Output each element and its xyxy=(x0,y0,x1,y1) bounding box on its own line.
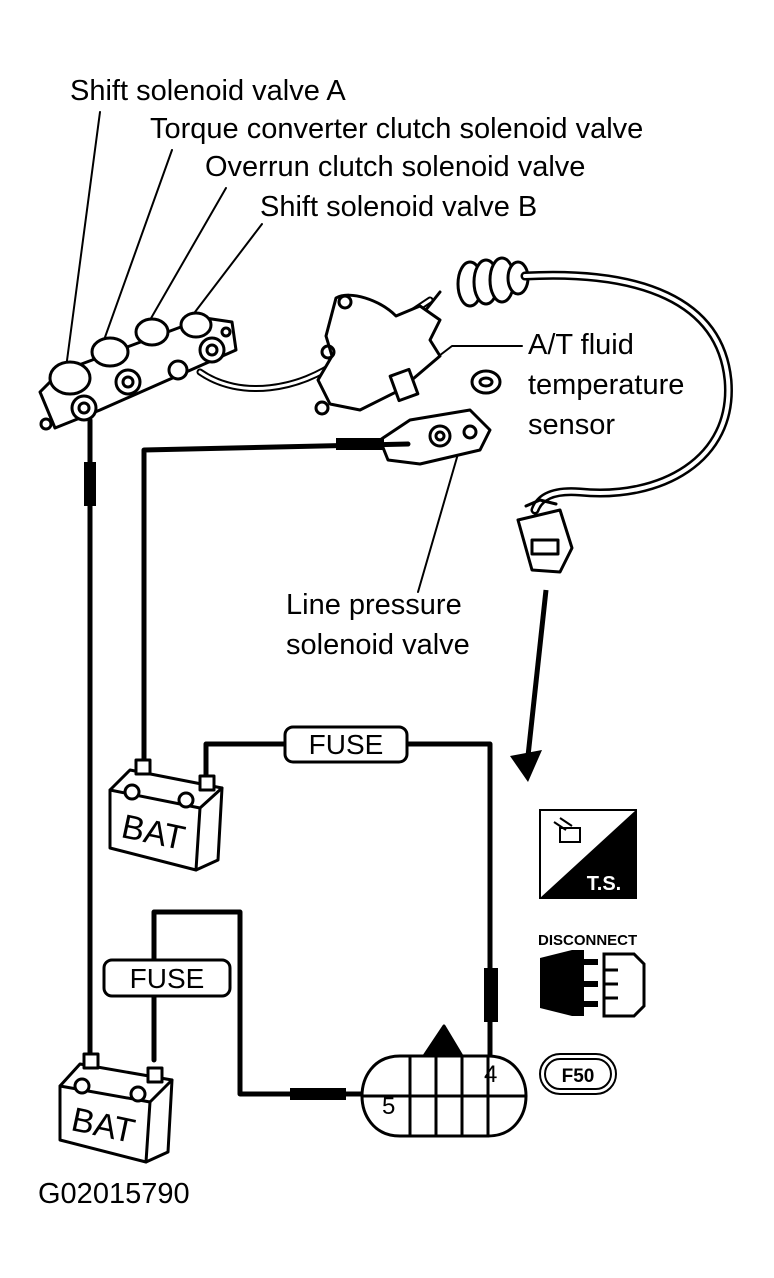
battery-upper xyxy=(108,758,224,872)
battery-lower xyxy=(58,1052,174,1164)
test-symbol-label: T.S. xyxy=(587,873,621,895)
connector-face xyxy=(360,1024,528,1138)
test-symbol-icon: T.S. xyxy=(539,809,637,899)
harness-connector xyxy=(516,498,574,574)
label-line-pressure-line1: Line pressure xyxy=(286,589,462,621)
label-fluid-temp-line2: temperature xyxy=(528,369,684,401)
fluid-temp-sensor xyxy=(388,367,420,403)
probe-clips xyxy=(84,438,498,1100)
figure-code: G02015790 xyxy=(38,1178,190,1210)
component-labels: Shift solenoid valve A Torque converter … xyxy=(70,75,684,661)
disconnect-icon: DISCONNECT xyxy=(538,932,646,1018)
label-line-pressure-line2: solenoid valve xyxy=(286,629,470,661)
disconnect-label: DISCONNECT xyxy=(538,932,637,949)
label-overrun-clutch: Overrun clutch solenoid valve xyxy=(205,151,585,183)
harness-grommet xyxy=(456,256,530,308)
connector-id-badge: F50 xyxy=(539,1053,617,1095)
leader-lines xyxy=(65,111,523,593)
pointer-arrow xyxy=(510,589,549,782)
label-shift-solenoid-b: Shift solenoid valve B xyxy=(260,191,537,223)
connector-pin-5: 5 xyxy=(382,1093,395,1120)
label-fluid-temp-line1: A/T fluid xyxy=(528,329,634,361)
fuse-upper-label: FUSE xyxy=(309,729,384,760)
valve-body-bracket xyxy=(314,293,502,466)
label-shift-solenoid-a: Shift solenoid valve A xyxy=(70,75,346,107)
fuse-lower: FUSE xyxy=(102,958,232,998)
fuse-lower-label: FUSE xyxy=(130,963,205,994)
connector-id-label: F50 xyxy=(562,1066,595,1087)
connector-pin-4: 4 xyxy=(484,1061,497,1088)
connector-key-icon xyxy=(422,1024,464,1058)
label-fluid-temp-line3: sensor xyxy=(528,409,615,441)
solenoid-valve-assembly xyxy=(38,311,238,431)
label-torque-converter-clutch: Torque converter clutch solenoid valve xyxy=(150,113,643,145)
fuse-upper: FUSE xyxy=(283,725,409,764)
